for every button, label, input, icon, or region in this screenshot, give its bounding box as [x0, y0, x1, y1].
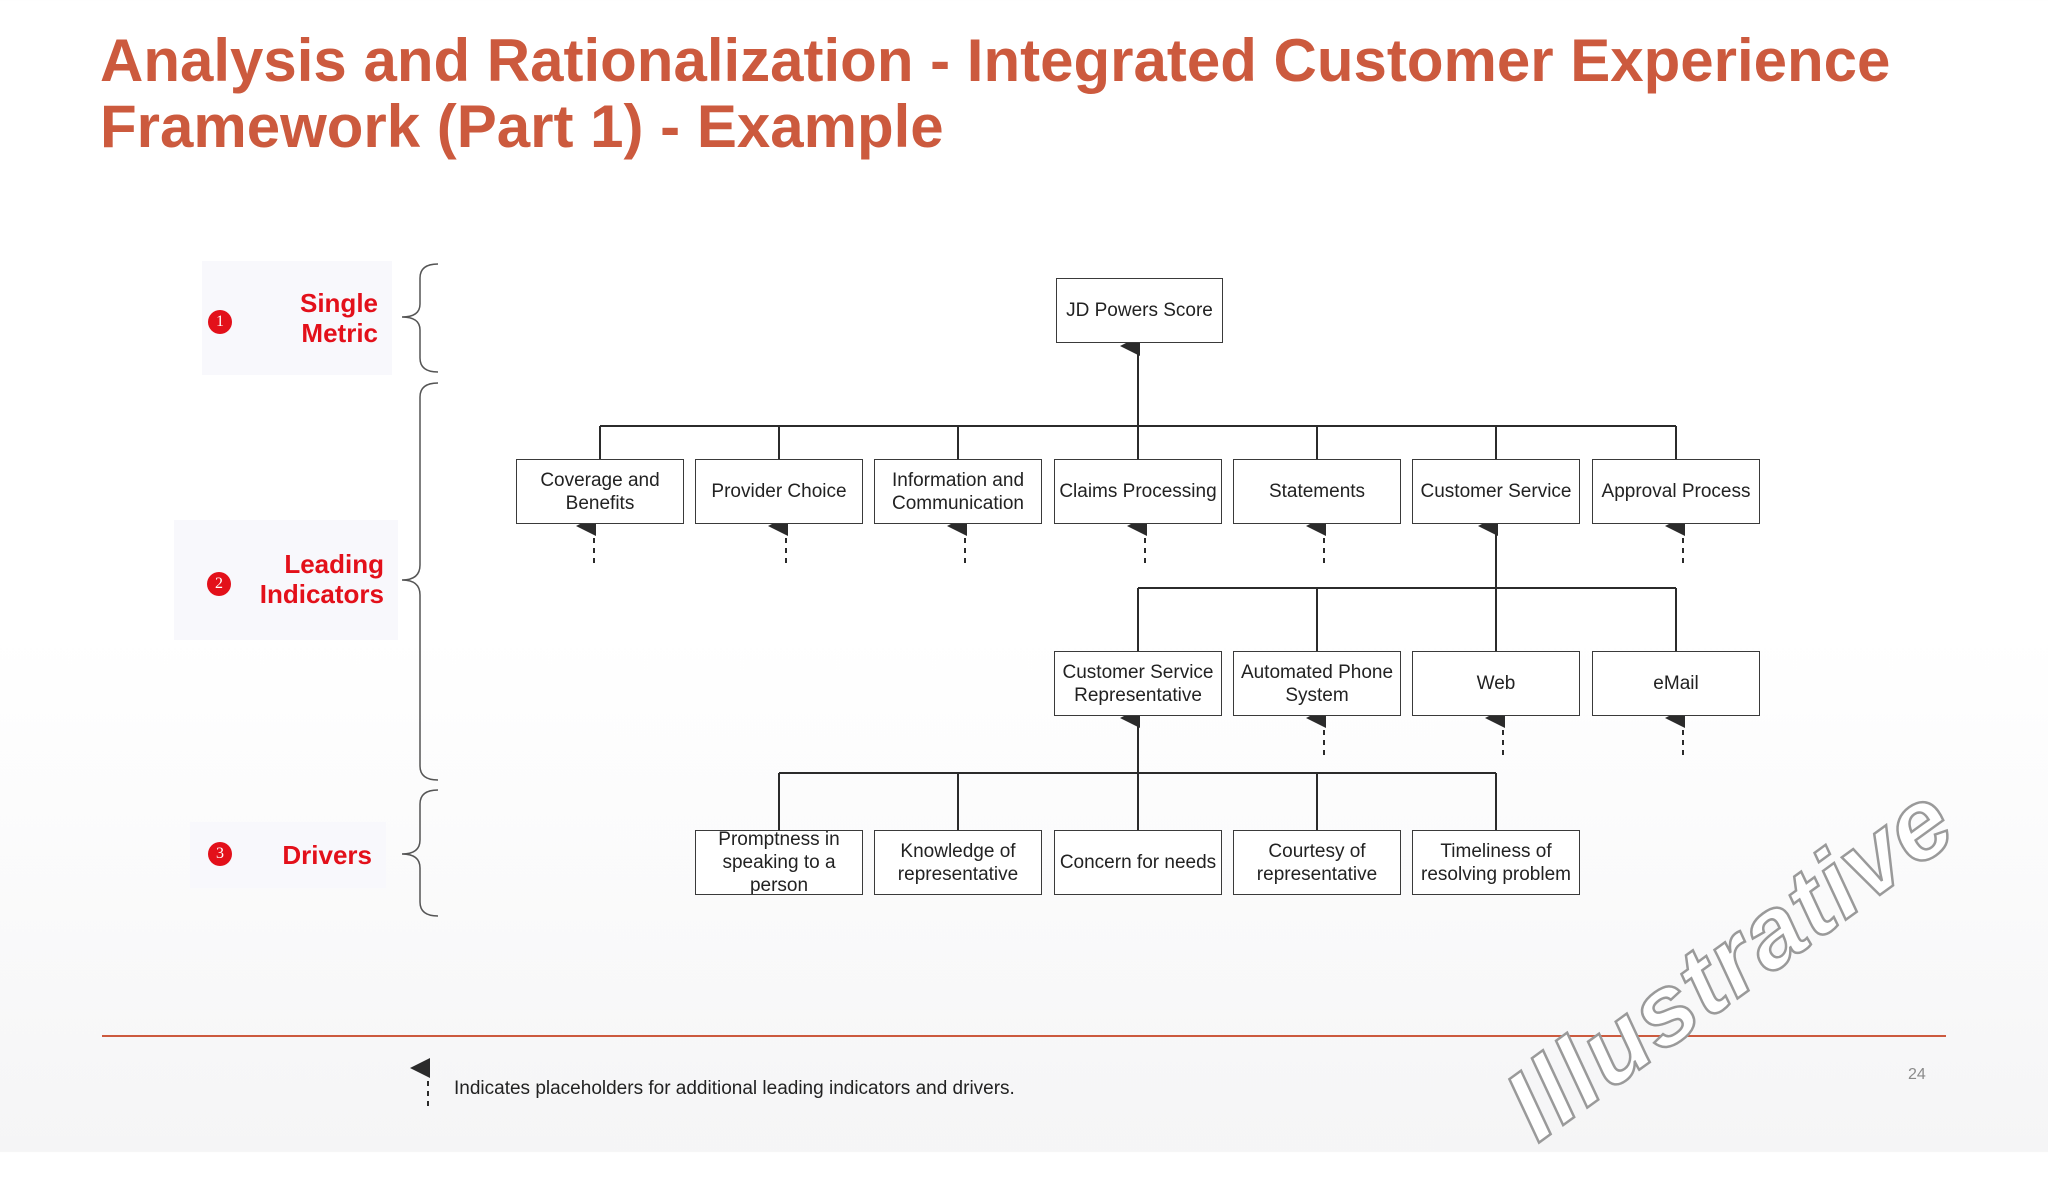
node-automated-phone-system: Automated Phone System — [1233, 651, 1401, 716]
node-email: eMail — [1592, 651, 1760, 716]
node-promptness: Promptness in speaking to a person — [695, 830, 863, 895]
node-customer-service: Customer Service — [1412, 459, 1580, 524]
bracket-leading-indicators — [401, 382, 439, 781]
footer-divider — [102, 1035, 1946, 1037]
node-coverage-and-benefits: Coverage and Benefits — [516, 459, 684, 524]
node-customer-service-representative: Customer Service Representative — [1054, 651, 1222, 716]
level-panel-single-metric — [202, 261, 392, 375]
node-courtesy: Courtesy of representative — [1233, 830, 1401, 895]
node-provider-choice: Provider Choice — [695, 459, 863, 524]
placeholder-arrows — [576, 516, 1685, 755]
level-brackets — [401, 263, 439, 917]
node-knowledge: Knowledge of representative — [874, 830, 1042, 895]
node-statements: Statements — [1233, 459, 1401, 524]
bracket-single-metric — [401, 263, 439, 373]
level-number-1: 1 — [208, 310, 232, 334]
level-number-2: 2 — [207, 572, 231, 596]
node-jd-powers-score: JD Powers Score — [1056, 278, 1223, 343]
page-title: Analysis and Rationalization - Integrate… — [100, 27, 1891, 160]
level-number-3: 3 — [208, 842, 232, 866]
node-web: Web — [1412, 651, 1580, 716]
node-approval-process: Approval Process — [1592, 459, 1760, 524]
page-number: 24 — [1908, 1066, 1926, 1083]
bracket-drivers — [401, 789, 439, 917]
connector-lines — [401, 263, 1685, 1106]
footnote-text: Indicates placeholders for additional le… — [454, 1078, 1015, 1099]
node-timeliness: Timeliness of resolving problem — [1412, 830, 1580, 895]
level-label-drivers: Drivers — [282, 840, 372, 870]
node-concern-for-needs: Concern for needs — [1054, 830, 1222, 895]
level-label-leading-indicators: Leading Indicators — [259, 549, 384, 609]
node-information-and-communication: Information and Communication — [874, 459, 1042, 524]
node-claims-processing: Claims Processing — [1054, 459, 1222, 524]
level-label-single-metric: Single Metric — [299, 288, 378, 348]
